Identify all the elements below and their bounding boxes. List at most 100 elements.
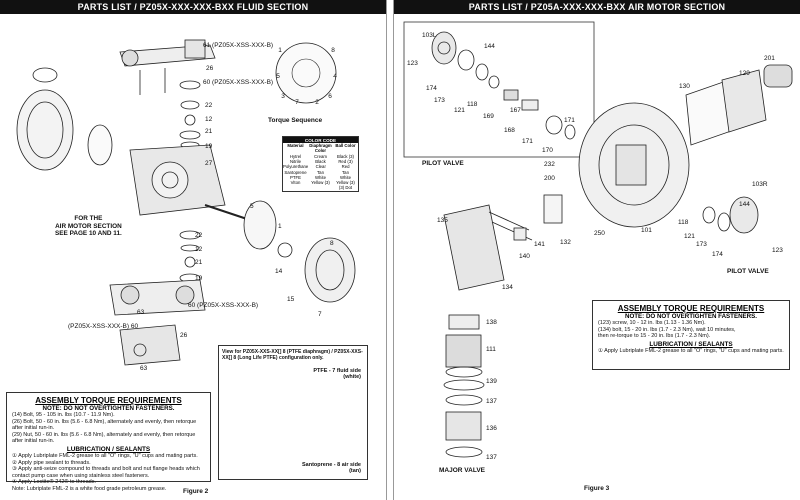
torque-box-title: ASSEMBLY TORQUE REQUIREMENTS <box>617 304 765 313</box>
fluid-torque-requirements-box: ASSEMBLY TORQUE REQUIREMENTS NOTE: DO NO… <box>6 392 211 492</box>
part-label-170: 170 <box>542 147 553 154</box>
torque-box-title: ASSEMBLY TORQUE REQUIREMENTS <box>35 396 182 405</box>
part-label-169: 169 <box>483 113 494 120</box>
torque-box-warning: NOTE: DO NOT OVERTIGHTEN FASTENERS. <box>624 313 757 320</box>
part-label-123-top: 123 <box>407 60 418 67</box>
part-label-136: 136 <box>486 425 497 432</box>
color-code-table: COLOR CODE Material Diaphragm Color Ball… <box>282 136 359 192</box>
part-label-134: 134 <box>502 284 513 291</box>
part-label-63-bottom: 63 <box>140 365 148 372</box>
part-label-123-right: 123 <box>772 247 783 254</box>
part-label-19-top: 19 <box>205 143 213 150</box>
part-label-63-top: 63 <box>137 309 145 316</box>
lubrication-title: LUBRICATION / SEALANTS <box>649 340 733 348</box>
santoprene-air-side-label: Santoprene - 8 air side (tan) <box>302 462 361 474</box>
part-label-61-bottom: (PZ05X-XSS-XXX-B) 60 <box>68 323 138 330</box>
figure-2-label: Figure 2 <box>183 488 209 495</box>
part-label-21-top: 21 <box>205 128 213 135</box>
part-label-1: 1 <box>278 223 282 230</box>
part-label-137-lower: 137 <box>486 454 497 461</box>
part-label-173-top: 173 <box>434 97 445 104</box>
part-label-168: 168 <box>504 127 515 134</box>
part-label-21-bottom: 21 <box>195 259 203 266</box>
lubrication-title: LUBRICATION / SEALANTS <box>66 445 151 453</box>
part-label-111: 111 <box>486 346 496 353</box>
part-label-250: 250 <box>594 230 605 237</box>
part-label-22-top: 22 <box>205 102 213 109</box>
part-label-173-right: 173 <box>696 241 707 248</box>
part-label-138: 138 <box>486 319 497 326</box>
part-label-61-top: 61 (PZ05X-XSS-XXX-B) <box>203 42 273 49</box>
part-label-7: 7 <box>318 311 322 318</box>
part-label-140: 140 <box>519 253 530 260</box>
part-label-232: 232 <box>544 161 555 168</box>
part-label-137-upper: 137 <box>486 398 497 405</box>
major-valve-label: MAJOR VALVE <box>439 467 485 474</box>
air-motor-section-page: PARTS LIST / PZ05A-XXX-XXX-BXX AIR MOTOR… <box>393 0 800 500</box>
part-label-60-bottom: 60 (PZ05X-XSS-XXX-B) <box>188 302 258 309</box>
svg-text:3: 3 <box>281 93 285 100</box>
pilot-valve-label-right: PILOT VALVE <box>727 268 769 275</box>
part-label-60-top: 60 (PZ05X-XSS-XXX-B) <box>203 79 273 86</box>
part-label-130: 130 <box>679 83 690 90</box>
part-label-12-top: 12 <box>205 116 213 123</box>
part-label-121-top: 121 <box>454 107 465 114</box>
part-label-12-bottom: 12 <box>195 246 203 253</box>
air-motor-section-header: PARTS LIST / PZ05A-XXX-XXX-BXX AIR MOTOR… <box>394 0 800 14</box>
part-label-201: 201 <box>764 55 775 62</box>
figure-3-label: Figure 3 <box>584 485 610 492</box>
part-label-103L: 103L <box>422 32 437 39</box>
ptfe-detail-title: View for PZ05X-XXS-XX[] 8 (PTFE diaphrag… <box>222 349 363 361</box>
color-code-title: COLOR CODE <box>283 137 358 143</box>
part-label-174-right: 174 <box>712 251 723 258</box>
part-label-135: 135 <box>437 217 448 224</box>
fluid-section-header: PARTS LIST / PZ05X-XXX-XXX-BXX FLUID SEC… <box>0 0 386 14</box>
air-motor-torque-requirements-box: ASSEMBLY TORQUE REQUIREMENTS NOTE: DO NO… <box>592 300 790 370</box>
part-label-171-lower: 171 <box>522 138 533 145</box>
svg-text:6: 6 <box>328 93 332 100</box>
air-motor-note: FOR THE AIR MOTOR SECTION SEE PAGE 10 AN… <box>55 215 122 237</box>
svg-text:5: 5 <box>276 73 280 80</box>
part-label-144-right: 144 <box>739 201 750 208</box>
svg-text:1: 1 <box>278 47 282 54</box>
fluid-section-page: PARTS LIST / PZ05X-XXX-XXX-BXX FLUID SEC… <box>0 0 387 500</box>
air-motor-exploded-diagram: 103L 144 123 174 173 121 118 169 168 167… <box>403 21 793 461</box>
part-label-139: 139 <box>486 378 497 385</box>
part-label-19-bottom: 19 <box>195 275 203 282</box>
part-label-5: 5 <box>250 203 254 210</box>
part-label-167: 167 <box>510 107 521 114</box>
part-label-103R: 103R <box>752 181 768 188</box>
part-label-118-right: 118 <box>678 219 689 226</box>
part-label-174-top: 174 <box>426 85 437 92</box>
part-label-27: 27 <box>205 160 213 167</box>
svg-text:8: 8 <box>331 47 335 54</box>
part-label-22-bottom: 22 <box>195 232 203 239</box>
svg-text:2: 2 <box>315 99 319 106</box>
svg-text:4: 4 <box>333 73 337 80</box>
part-label-129: 129 <box>739 70 750 77</box>
pilot-valve-label-left: PILOT VALVE <box>422 160 464 167</box>
torque-sequence-label: Torque Sequence <box>268 117 323 124</box>
part-label-171-upper: 171 <box>564 117 575 124</box>
part-label-26-bottom: 26 <box>180 332 188 339</box>
part-label-144-top: 144 <box>484 43 495 50</box>
part-label-121-right: 121 <box>684 233 695 240</box>
svg-text:7: 7 <box>295 99 299 106</box>
torque-sequence-diagram: 1 8 5 4 3 6 7 2 <box>275 42 337 106</box>
part-label-141: 141 <box>534 241 545 248</box>
part-label-118-top: 118 <box>467 101 478 108</box>
color-code-header-row: Material Diaphragm Color Ball Color <box>287 143 356 154</box>
ptfe-fluid-side-label: PTFE - 7 fluid side (white) <box>313 368 361 380</box>
part-label-101: 101 <box>641 227 652 234</box>
part-label-200: 200 <box>544 175 555 182</box>
part-label-15: 15 <box>287 296 295 303</box>
part-label-14: 14 <box>275 268 283 275</box>
torque-box-warning: NOTE: DO NOT OVERTIGHTEN FASTENERS. <box>42 405 175 412</box>
part-label-132: 132 <box>560 239 571 246</box>
